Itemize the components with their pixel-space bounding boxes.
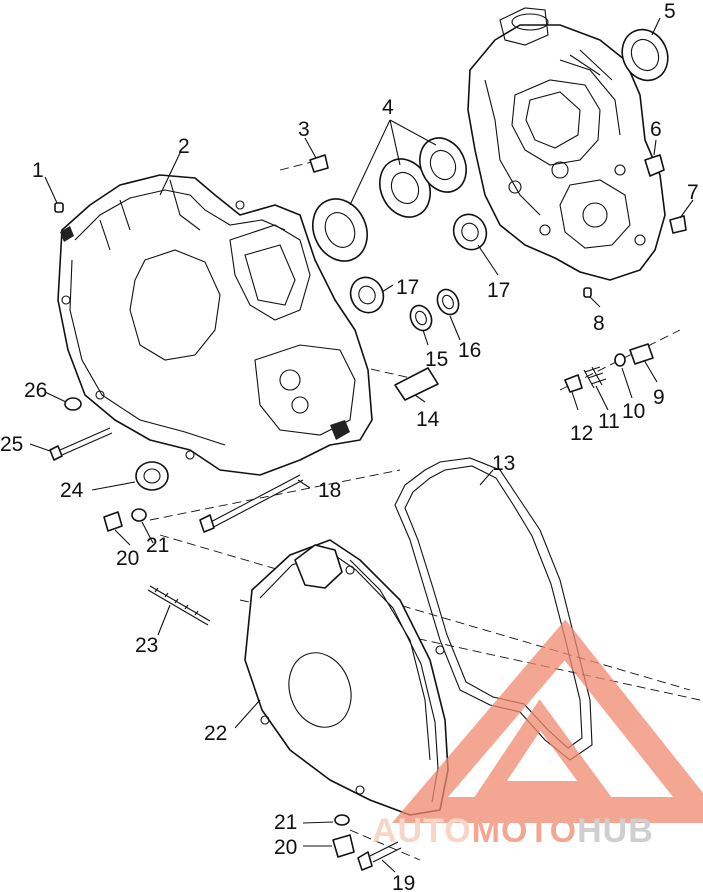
bearings-and-seals — [312, 28, 669, 332]
watermark-text-moto: MOTO — [472, 812, 577, 850]
leader-lines — [29, 17, 694, 873]
callout-23: 23 — [135, 634, 158, 657]
callout-18: 18 — [318, 479, 341, 502]
watermark-triangle-outer — [391, 619, 703, 823]
callout-24: 24 — [60, 479, 84, 502]
callout-2: 2 — [178, 135, 190, 158]
callout-16: 16 — [458, 339, 481, 362]
callout-8: 8 — [593, 312, 605, 335]
callout-7: 7 — [687, 181, 699, 204]
watermark-logo: AUTOMOTOHUB — [372, 619, 703, 850]
svg-text:AUTOMOTOHUB: AUTOMOTOHUB — [372, 812, 654, 850]
crankcase-cover — [244, 539, 449, 871]
watermark-text-auto: AUTO — [372, 812, 472, 850]
callout-19: 19 — [392, 872, 415, 892]
callout-10: 10 — [622, 400, 645, 423]
callout-1: 1 — [32, 159, 44, 182]
callout-3: 3 — [298, 118, 310, 141]
callout-22: 22 — [204, 722, 227, 745]
callout-6: 6 — [650, 118, 662, 141]
callout-12: 12 — [570, 422, 593, 445]
watermark-triangle-inner — [473, 699, 613, 799]
callout-11: 11 — [598, 410, 620, 433]
crankcase-left-half — [57, 174, 373, 476]
watermark-text-hub: HUB — [577, 812, 654, 850]
callout-25: 25 — [0, 433, 23, 456]
callout-15: 15 — [425, 348, 448, 371]
callout-21-upper: 21 — [146, 534, 169, 557]
callout-9: 9 — [653, 386, 665, 409]
callout-21-lower: 21 — [274, 811, 297, 834]
callout-13: 13 — [492, 452, 515, 475]
callout-4: 4 — [382, 96, 394, 119]
callout-20-lower: 20 — [274, 836, 297, 859]
callout-17-upper: 17 — [396, 276, 419, 299]
callout-26: 26 — [24, 379, 47, 402]
crankcase-right-half — [467, 7, 666, 281]
small-parts — [49, 154, 687, 626]
callout-14: 14 — [416, 408, 440, 431]
callout-5: 5 — [664, 0, 676, 23]
callout-20-upper: 20 — [116, 547, 139, 570]
callout-17-lower: 17 — [487, 279, 510, 302]
